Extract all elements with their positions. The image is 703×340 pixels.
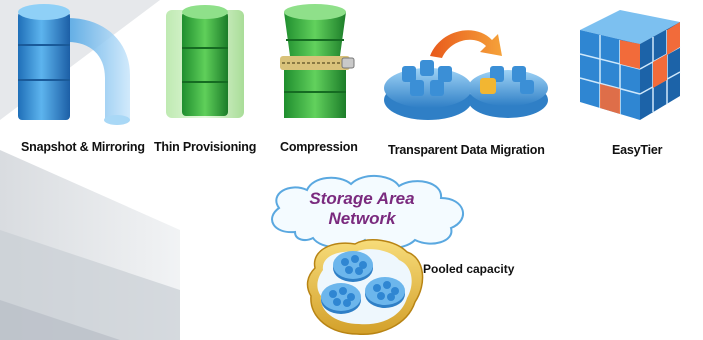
label-data-migration: Transparent Data Migration [388,143,545,157]
feature-data-migration [380,0,550,140]
feature-compression [270,0,370,140]
cloud-title: Storage Area Network [309,189,415,228]
pooled-capacity-icon [306,239,424,335]
data-migration-icon [384,30,548,120]
label-snapshot-mirroring: Snapshot & Mirroring [21,140,145,154]
label-compression: Compression [280,140,358,154]
thin-provisioning-icon [166,5,244,118]
label-easytier: EasyTier [612,143,663,157]
feature-thin-provisioning [160,0,260,140]
feature-snapshot-mirroring [10,0,160,160]
snapshot-mirroring-icon [18,4,130,125]
label-thin-provisioning: Thin Provisioning [154,140,257,154]
feature-easytier [560,0,700,140]
easytier-icon [579,10,681,120]
compression-icon [280,4,355,118]
pooled-capacity-label: Pooled capacity [423,262,515,276]
